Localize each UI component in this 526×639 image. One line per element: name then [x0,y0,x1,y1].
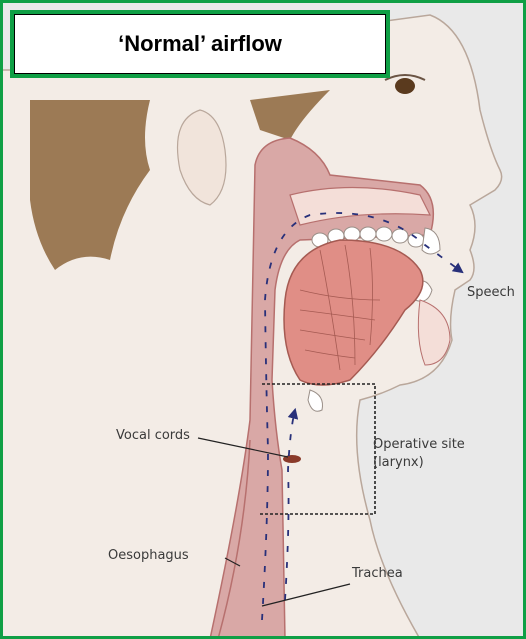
vocal-cords-label: Vocal cords [116,428,190,444]
title-box: ‘Normal’ airflow [10,10,390,78]
operative-site-sublabel: (larynx) [373,455,424,471]
operative-site-label: Operative site [373,437,465,453]
eye [395,78,415,94]
trachea-label: Trachea [352,566,403,582]
speech-label: Speech [467,285,515,301]
title: ‘Normal’ airflow [118,31,282,57]
oesophagus-label: Oesophagus [108,548,189,564]
